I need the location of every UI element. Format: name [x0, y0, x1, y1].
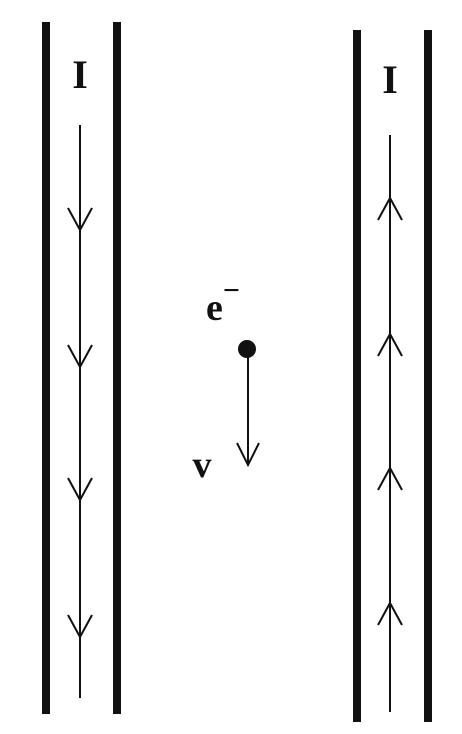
left-current-label: I: [72, 52, 88, 97]
right-current-arrow-1: [377, 195, 403, 221]
right-current-arrow-4: [377, 600, 403, 626]
right-current-arrow-2: [377, 331, 403, 357]
right-current-label: I: [382, 57, 398, 102]
electron-symbol: e−: [206, 274, 240, 329]
electron-dot: [238, 340, 256, 358]
velocity-label: v: [193, 444, 212, 486]
electron: e− v: [193, 274, 260, 486]
velocity-arrowhead: [236, 442, 260, 468]
left-current-arrow-1: [67, 207, 93, 233]
right-wire: I: [353, 30, 432, 722]
right-current-arrow-3: [377, 465, 403, 491]
left-current-arrow-2: [67, 344, 93, 370]
left-current-arrow-4: [67, 614, 93, 640]
electron-letter: e: [206, 287, 223, 329]
electron-charge-sign: −: [223, 274, 240, 307]
left-current-arrow-3: [67, 477, 93, 503]
left-wire: I: [42, 22, 121, 714]
